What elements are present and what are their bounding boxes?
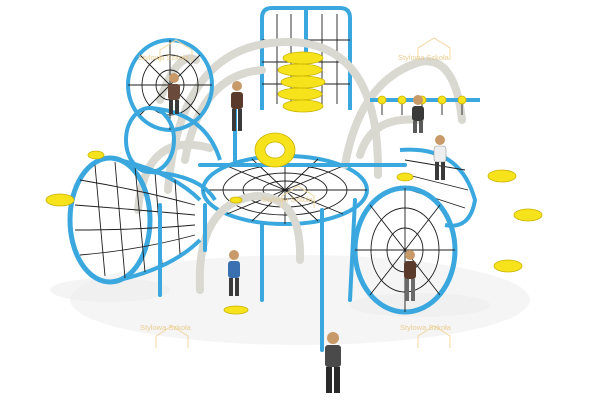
- child-right-middle: [433, 135, 447, 180]
- watermark-bottom-left: Stylowa Szkoła: [140, 323, 192, 348]
- watermark-bottom-right: Stylowa Szkoła: [400, 323, 452, 348]
- stepping-stones: [45, 169, 543, 273]
- watermark-text: Stylowa Szkoła: [138, 53, 190, 62]
- right-top-structure: [370, 95, 480, 228]
- ground-shadows: [50, 255, 530, 345]
- blue-tunnel-left: [124, 106, 222, 202]
- watermark-text: Stylowa Szkoła: [398, 53, 450, 62]
- watermark-center: Stylowa Szkoła: [262, 185, 315, 208]
- child-right-bottom: [404, 250, 416, 301]
- child-top-left: [168, 73, 180, 114]
- watermark-top-left: Stylowa Szkoła: [138, 39, 193, 62]
- child-right-top: [412, 95, 424, 133]
- watermark-top-right: Stylowa Szkoła: [398, 37, 451, 62]
- watermark-text: Stylowa Szkoła: [400, 323, 452, 332]
- watermark-text: Stylowa Szkoła: [140, 323, 192, 332]
- child-figures: [168, 73, 447, 393]
- yellow-spiral-climber: [277, 51, 326, 113]
- yellow-accents: [87, 132, 414, 315]
- child-center-bottom: [228, 250, 240, 296]
- watermark-text: Stylowa Szkoła: [262, 195, 314, 204]
- child-top-center: [231, 81, 243, 131]
- adult-foreground: [325, 332, 341, 393]
